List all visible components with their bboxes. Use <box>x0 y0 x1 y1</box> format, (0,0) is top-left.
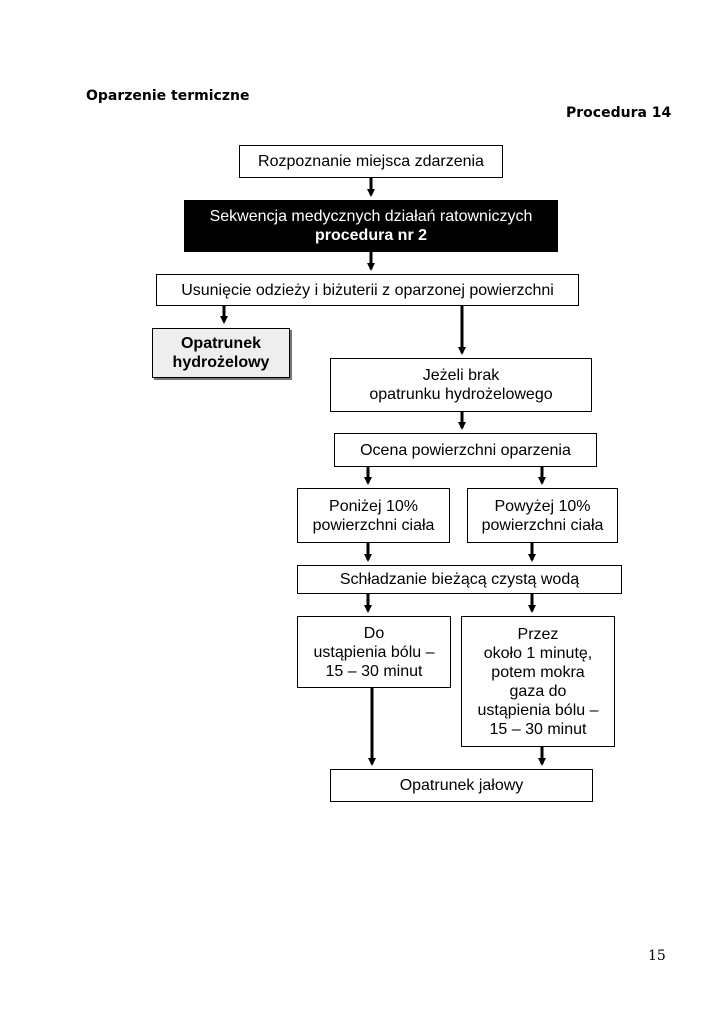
box-sequence: Sekwencja medycznych działań ratowniczyc… <box>184 200 558 252</box>
box-sterile: Opatrunek jałowy <box>330 769 593 802</box>
box-cooling-text: Schładzanie bieżącą czystą wodą <box>339 571 580 588</box>
box-cooling: Schładzanie bieżącą czystą wodą <box>297 565 622 594</box>
box-recognize-text: Rozpoznanie miejsca zdarzenia <box>258 153 484 170</box>
box-sterile-text: Opatrunek jałowy <box>399 777 524 794</box>
box-approx-minute: Przez około 1 minutę, potem mokra gaza d… <box>461 616 615 747</box>
box-hydrogel: Opatrunek hydrożelowy <box>152 328 290 378</box>
box-assess-text: Ocena powierzchni oparzenia <box>360 441 571 459</box>
box-below10-text: Poniżej 10% powierzchni ciała <box>312 497 435 534</box>
procedure-label: Procedura 14 <box>566 105 672 121</box>
box-below10: Poniżej 10% powierzchni ciała <box>297 488 450 543</box>
box-sequence-line1: Sekwencja medycznych działań ratowniczyc… <box>209 208 533 225</box>
box-until-pain-text: Do ustąpienia bólu – 15 – 30 minut <box>313 624 435 680</box>
page-number: 15 <box>648 948 666 964</box>
box-remove-clothing: Usunięcie odzieży i biżuterii z oparzone… <box>156 274 579 306</box>
box-approx-minute-text: Przez około 1 minutę, potem mokra gaza d… <box>477 625 599 738</box>
box-remove-clothing-text: Usunięcie odzieży i biżuterii z oparzone… <box>181 281 554 299</box>
box-until-pain: Do ustąpienia bólu – 15 – 30 minut <box>297 616 451 688</box>
box-above10-text: Powyżej 10% powierzchni ciała <box>481 497 604 534</box>
box-sequence-line2: procedura nr 2 <box>314 227 428 244</box>
page-title: Oparzenie termiczne <box>86 88 250 104</box>
box-hydrogel-text: Opatrunek hydrożelowy <box>172 335 270 371</box>
box-above10: Powyżej 10% powierzchni ciała <box>467 488 618 543</box>
box-recognize: Rozpoznanie miejsca zdarzenia <box>239 145 503 178</box>
box-no-hydrogel-text: Jeżeli brak opatrunku hydrożelowego <box>369 367 553 403</box>
box-assess: Ocena powierzchni oparzenia <box>334 433 597 467</box>
box-no-hydrogel: Jeżeli brak opatrunku hydrożelowego <box>330 358 592 412</box>
